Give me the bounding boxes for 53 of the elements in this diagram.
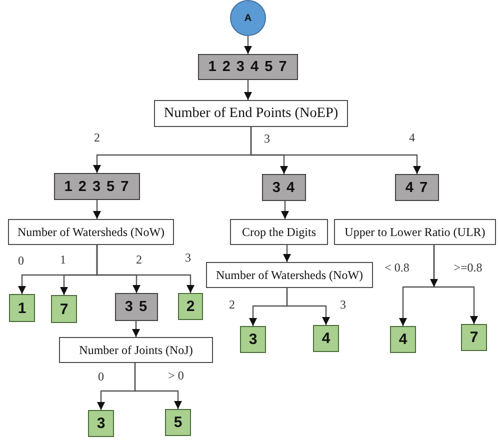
digit-set-box <box>115 293 158 321</box>
criterion-text: Number of End Points (NoEP) <box>164 105 338 122</box>
result-digit: 2 <box>186 298 195 315</box>
criterion-box <box>8 219 174 245</box>
result-digit: 7 <box>60 300 68 318</box>
result-digit-box <box>88 410 114 437</box>
digit-set-box <box>54 173 140 200</box>
criterion-text: Number of Watersheds (NoW) <box>17 224 165 240</box>
criterion-box <box>334 219 496 245</box>
criterion-box <box>206 262 373 288</box>
connector-arrow <box>244 36 252 54</box>
result-digit: 1 <box>18 300 26 316</box>
digit-set-box <box>395 174 439 201</box>
connector-arrow <box>96 245 194 293</box>
criterion-text: Number of Joints (NoJ) <box>79 342 193 358</box>
result-digit: 4 <box>398 331 408 348</box>
connector-arrow <box>281 201 289 219</box>
result-digit: 5 <box>174 414 182 431</box>
result-digit-box <box>390 326 416 353</box>
digit-set-text: 3 4 <box>272 180 296 196</box>
start-circle <box>230 0 266 36</box>
result-digit: 3 <box>248 331 258 348</box>
connector-arrow <box>93 200 101 219</box>
connector-arrow <box>250 127 421 174</box>
result-digit: 7 <box>470 329 478 346</box>
digit-set-text: 1 2 3 5 7 <box>64 178 130 194</box>
criterion-text: Upper to Lower Ratio (ULR) <box>344 224 486 240</box>
connector-arrow <box>283 245 291 262</box>
result-digit: 4 <box>322 330 330 347</box>
result-digit: 3 <box>96 415 106 432</box>
digit-set-box <box>262 174 306 201</box>
result-digit-box <box>178 293 203 320</box>
result-digit-box <box>165 409 191 436</box>
digit-set-text: 3 5 <box>124 299 148 315</box>
criterion-box <box>230 219 328 245</box>
connector-arrow <box>286 288 330 325</box>
digit-set-box <box>198 54 298 80</box>
digit-set-text: 4 7 <box>405 180 429 196</box>
digit-set-text: 1 2 3 4 5 7 <box>208 59 288 75</box>
criterion-box <box>59 337 213 363</box>
result-digit-box <box>9 294 35 322</box>
trunk-arrow <box>430 245 438 287</box>
connector-arrow <box>134 363 182 409</box>
connector-arrow <box>132 321 140 337</box>
result-digit-box <box>313 325 339 352</box>
result-digit-box <box>51 295 77 323</box>
result-digit-box <box>240 326 266 353</box>
circle-letter: A <box>244 12 252 24</box>
criterion-box <box>154 100 348 127</box>
criterion-text: Number of Watersheds (NoW) <box>216 268 364 282</box>
connector-arrow <box>244 80 252 100</box>
criterion-text: Crop the Digits <box>242 224 316 240</box>
result-digit-box <box>461 324 487 351</box>
